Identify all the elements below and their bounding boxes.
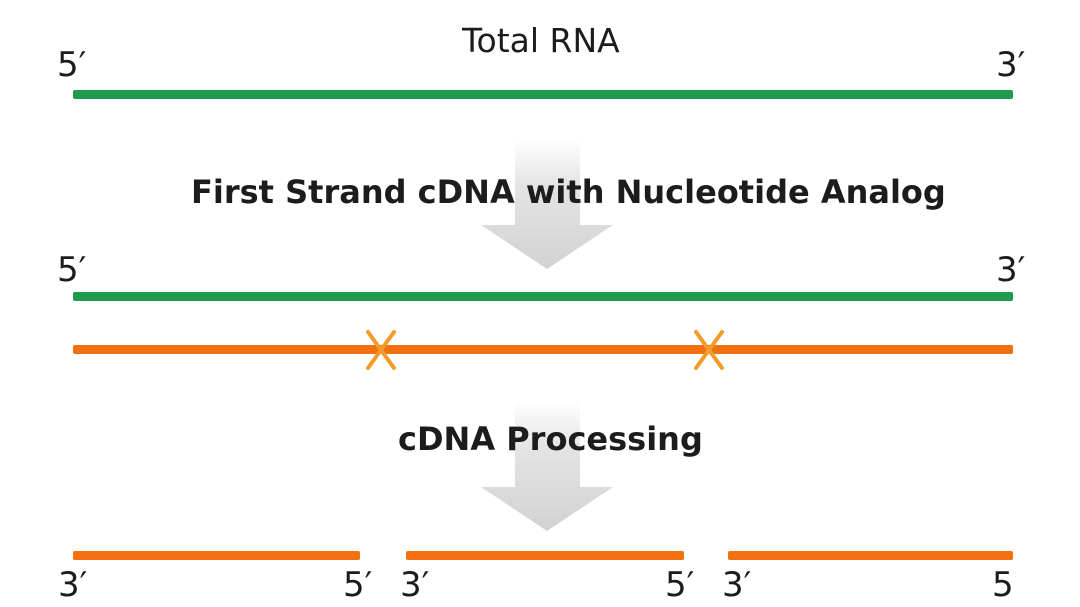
rna-3-prime-label: 3′	[996, 45, 1026, 85]
template-rna-strand	[73, 292, 1013, 301]
fragment-1-3-prime-label: 3′	[58, 565, 88, 605]
cdna-fragment-3	[728, 551, 1013, 560]
process-arrow-1	[481, 140, 613, 269]
fragment-1-5-prime-label: 5′	[343, 565, 373, 605]
fragment-3-3-prime-label: 3′	[722, 565, 752, 605]
fragment-3-5-prime-label: 5	[992, 565, 1014, 605]
cdna-fragment-2	[406, 551, 684, 560]
fragment-2-5-prime-label: 5′	[665, 565, 695, 605]
first-strand-title: First Strand cDNA with Nucleotide Analog	[191, 173, 946, 211]
template-rna-5-prime-label: 5′	[57, 250, 87, 290]
cdna-strand	[73, 345, 1013, 354]
rna-strand	[73, 90, 1013, 99]
process-arrow-2	[481, 402, 613, 531]
rna-5-prime-label: 5′	[57, 45, 87, 85]
nucleotide-analog-mark-1	[366, 330, 396, 370]
cdna-processing-title: cDNA Processing	[398, 420, 703, 458]
cdna-fragment-1	[73, 551, 360, 560]
template-rna-3-prime-label: 3′	[996, 250, 1026, 290]
nucleotide-analog-mark-2	[694, 330, 724, 370]
fragment-2-3-prime-label: 3′	[400, 565, 430, 605]
total-rna-title: Total RNA	[462, 21, 620, 60]
